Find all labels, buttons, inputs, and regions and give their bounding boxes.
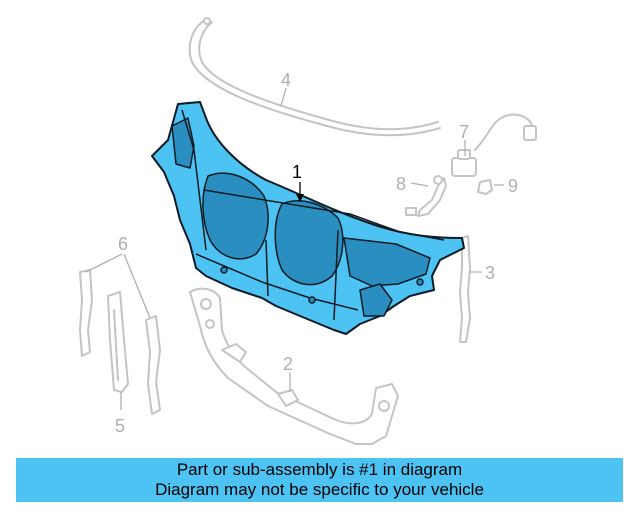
leader-1-arrow (296, 194, 304, 202)
part-3-side-bracket (459, 235, 471, 343)
part-4-upper-seal (188, 17, 441, 137)
caption-line-2: Diagram may not be specific to your vehi… (155, 480, 484, 499)
callout-8: 8 (396, 174, 406, 194)
callout-6: 6 (118, 234, 128, 254)
leader-4 (280, 87, 287, 107)
part-5-vertical-panel (107, 291, 129, 393)
part-1-front-panel (151, 101, 465, 335)
part-9-clip (477, 179, 493, 195)
part-8-bracket (405, 175, 447, 217)
callout-1: 1 (292, 162, 302, 182)
callout-7: 7 (459, 122, 469, 142)
part-2-lower-bar (189, 287, 399, 445)
callout-2: 2 (283, 354, 293, 374)
leader-6a (85, 253, 123, 273)
callout-9: 9 (508, 176, 518, 196)
callout-4: 4 (281, 70, 291, 90)
callout-5: 5 (115, 416, 125, 436)
parts-diagram: 4 7 8 9 3 6 5 (79, 17, 537, 445)
caption-banner: Part or sub-assembly is #1 in diagram Di… (16, 458, 623, 502)
leader-8 (410, 182, 429, 187)
caption-line-1: Part or sub-assembly is #1 in diagram (176, 460, 463, 479)
leader-6b (123, 253, 151, 319)
callout-3: 3 (485, 263, 495, 283)
part-6-brackets (79, 269, 161, 415)
part-7-sensor-harness (451, 113, 537, 177)
